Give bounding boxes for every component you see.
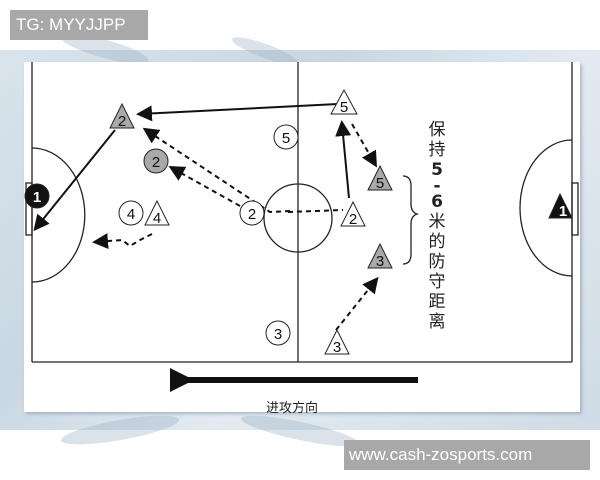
run-arrow-2-to-5	[335, 120, 352, 199]
svg-text:2: 2	[118, 113, 126, 130]
player-triangle-5-top: 5	[330, 88, 358, 116]
player-circle-4: 4	[118, 200, 144, 226]
watermark-url: www.cash-zosports.com	[344, 440, 590, 470]
attack-direction-label: 进攻方向	[266, 401, 319, 416]
player-circle-3: 3	[265, 320, 291, 346]
dashed-arrow-3	[335, 276, 379, 331]
center-circle	[263, 183, 333, 253]
svg-text:2: 2	[349, 211, 357, 228]
player-circle-2-shaded: 2	[143, 148, 169, 174]
player-triangle-4: 4	[144, 199, 170, 227]
left-penalty-arc	[31, 147, 86, 283]
dashed-arrow-to-tri2	[142, 127, 291, 214]
tag-label: TG: MYYJJPP	[10, 10, 148, 40]
svg-text:5: 5	[376, 175, 384, 192]
svg-text:3: 3	[274, 326, 282, 343]
svg-text:2: 2	[152, 154, 160, 171]
svg-text:1: 1	[33, 189, 41, 206]
goalkeeper-triangle-1: 1	[548, 192, 573, 220]
svg-text:4: 4	[153, 210, 161, 227]
player-triangle-5-shaded: 5	[367, 164, 393, 192]
player-triangle-3-shaded: 3	[367, 242, 393, 270]
pitch-lines	[25, 62, 579, 363]
player-triangle-2-center: 2	[340, 200, 366, 228]
svg-text:3: 3	[333, 339, 341, 356]
left-goal	[25, 182, 33, 236]
svg-text:3: 3	[376, 253, 384, 270]
svg-text:5: 5	[340, 99, 348, 116]
svg-text:1: 1	[559, 203, 567, 220]
right-goal	[571, 182, 579, 236]
dashed-arrow-4	[92, 233, 153, 250]
player-triangle-2-shaded: 2	[109, 102, 135, 130]
pass-arrow-5-to-2	[136, 103, 339, 122]
svg-text:5: 5	[282, 130, 290, 147]
right-penalty-arc	[519, 139, 573, 277]
brace	[402, 175, 420, 265]
goalkeeper-circle-1: 1	[24, 183, 50, 209]
defensive-distance-annotation: 保 持 5 - 6 米 的 防 守 距 离	[428, 120, 446, 332]
player-circle-2: 2	[239, 200, 265, 226]
player-circle-5: 5	[273, 124, 299, 150]
dashed-arrow-to-circ2	[168, 166, 241, 207]
pass-arrow-2-to-goal	[33, 129, 116, 232]
dashed-arrow-5-to-5	[351, 123, 377, 168]
svg-text:2: 2	[248, 206, 256, 223]
svg-text:4: 4	[127, 206, 135, 223]
dashed-line-center	[287, 209, 344, 213]
player-triangle-3-bottom: 3	[324, 328, 350, 356]
